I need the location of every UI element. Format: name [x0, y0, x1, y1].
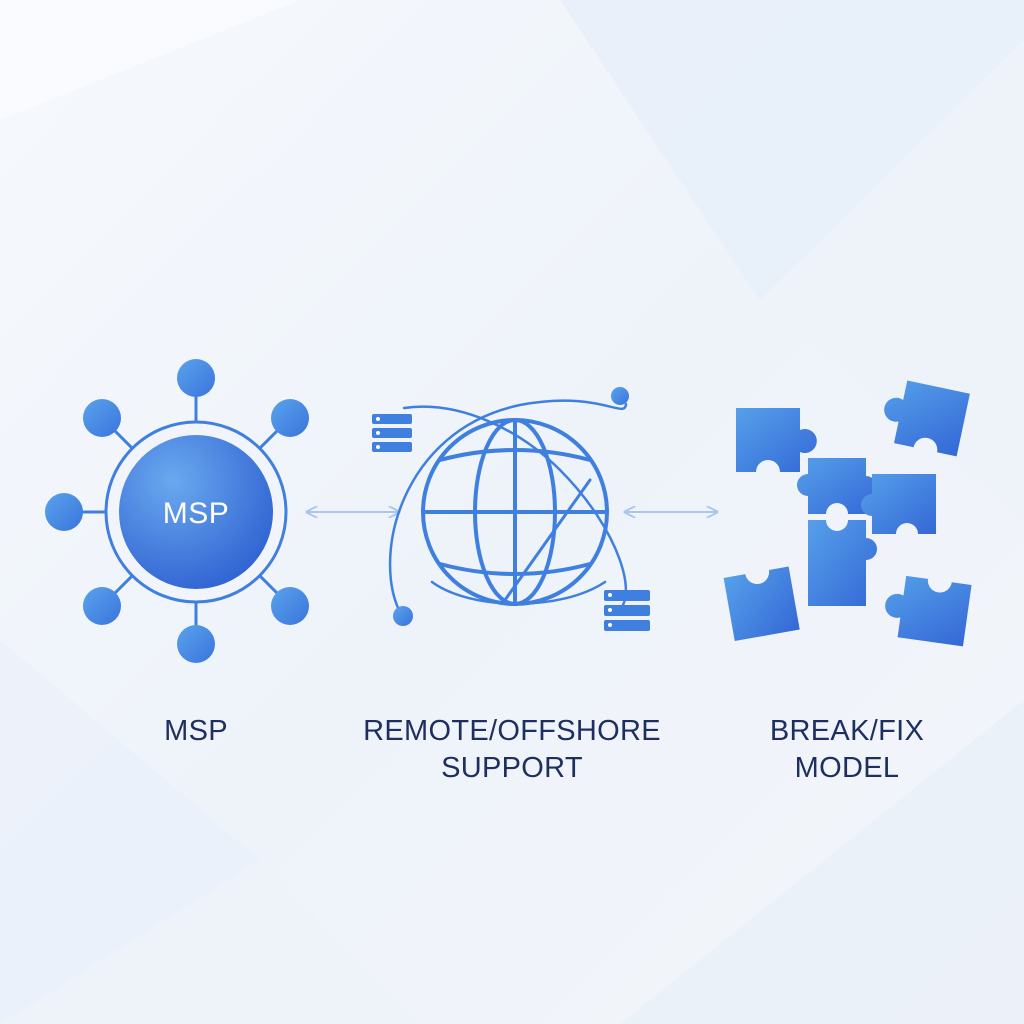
- orbit-node: [393, 606, 413, 626]
- label-break-fix-model: BREAK/FIX MODEL: [727, 713, 967, 787]
- label-remote-line-2: SUPPORT: [441, 752, 583, 784]
- hub-node-top-left: [83, 399, 121, 437]
- hub-node-bottom-right: [271, 587, 309, 625]
- hub-node-top-right: [271, 399, 309, 437]
- puzzle-piece: [723, 566, 800, 642]
- puzzle-piece: [885, 575, 972, 647]
- label-msp-line-1: MSP: [164, 715, 228, 747]
- puzzle-pieces-icon: [723, 380, 972, 647]
- hub-node-left: [45, 493, 83, 531]
- hub-node-top: [177, 359, 215, 397]
- hub-nodes: [45, 359, 309, 663]
- hub-node-bottom: [177, 625, 215, 663]
- puzzle-piece: [884, 380, 970, 457]
- label-remote-offshore-support: REMOTE/OFFSHORE SUPPORT: [332, 713, 692, 787]
- label-remote-line-1: REMOTE/OFFSHORE: [363, 715, 661, 747]
- puzzle-piece: [808, 520, 877, 606]
- server-stack-icon: [604, 590, 650, 631]
- hub-core: [119, 435, 273, 589]
- puzzle-piece: [797, 458, 877, 514]
- label-breakfix-line-2: MODEL: [794, 752, 900, 784]
- label-msp: MSP: [96, 713, 296, 750]
- server-stack-icon: [372, 414, 412, 452]
- label-breakfix-line-1: BREAK/FIX: [769, 715, 925, 747]
- puzzle-piece: [861, 474, 936, 534]
- puzzle-piece: [736, 408, 817, 472]
- orbit-line: [388, 399, 628, 618]
- orbit-node: [611, 387, 629, 405]
- hub-node-bottom-left: [83, 587, 121, 625]
- hub-badge-text: MSP: [163, 497, 230, 530]
- orbit-line: [402, 405, 628, 614]
- globe-icon: [388, 399, 628, 618]
- msp-hub-icon: MSP: [45, 359, 309, 663]
